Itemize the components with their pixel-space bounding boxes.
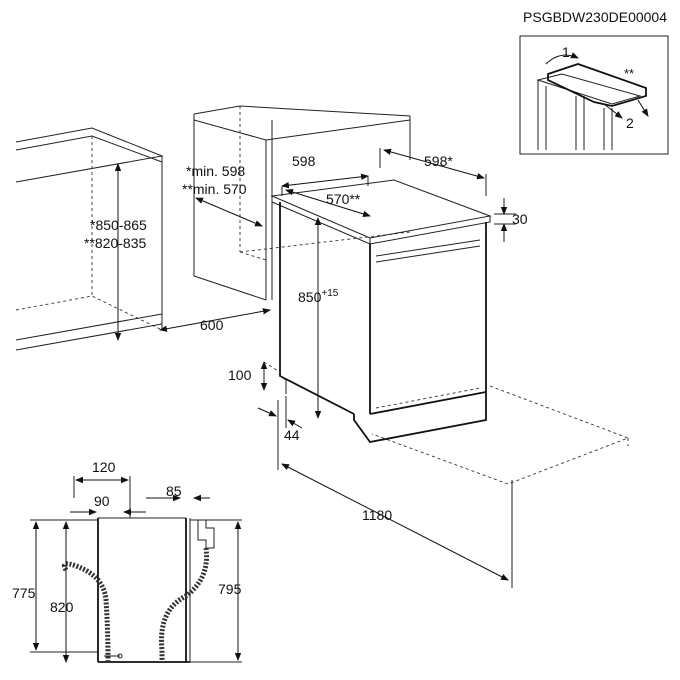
foot-44-dim-a (257, 407, 277, 417)
water-inlet (197, 519, 215, 549)
width-598-dim (281, 173, 369, 189)
lift-arrow (545, 52, 579, 65)
depth-600-dim (159, 308, 271, 332)
side-795-label: 795 (218, 581, 242, 597)
side-120-label: 120 (92, 459, 116, 475)
foot-44-dim-b (287, 419, 303, 429)
inset-frame (519, 35, 669, 155)
left-cabinet: *850-865 **820-835 (15, 127, 164, 351)
dishwasher-top (270, 179, 492, 239)
slide-arrow-b (637, 99, 649, 117)
door-open-1180-dim (281, 463, 509, 581)
top-30-label: 30 (512, 211, 528, 227)
slide-arrow-a (603, 103, 623, 119)
side-775-label: 775 (12, 585, 36, 601)
worktop-inset: 1 2 ** (519, 35, 669, 155)
cabinet-height-label-b: **820-835 (84, 235, 146, 251)
side-85-label: 85 (166, 483, 182, 499)
step-1-label: 1 (562, 44, 570, 60)
worktop-panel (547, 63, 647, 107)
width-598-label: 598 (292, 153, 316, 169)
side-820-label: 820 (50, 599, 74, 615)
niche-min-width-b: **min. 570 (182, 181, 247, 197)
dishwasher-body (263, 179, 492, 443)
niche-width-dim (195, 197, 263, 227)
depth-570-dim (285, 189, 371, 217)
foot-44-label: 44 (284, 427, 300, 443)
document-code: PSGBDW230DE00004 (523, 9, 667, 25)
depth-600-label: 600 (200, 317, 224, 333)
cabinet-height-label-a: *850-865 (90, 217, 147, 233)
height-850-label: 850+15 (298, 288, 339, 305)
inset-note: ** (624, 66, 634, 81)
depth-570-label: 570** (326, 191, 361, 207)
floor-plane (371, 385, 630, 485)
depth-598-label: 598* (424, 153, 453, 169)
drain-hose-right (159, 547, 210, 662)
plinth-100-label: 100 (228, 367, 252, 383)
door-open-1180-label: 1180 (362, 507, 392, 523)
niche-cabinet: *min. 598 **min. 570 600 (159, 105, 411, 333)
side-view: 120 90 85 775 820 795 (12, 459, 242, 663)
depth-598-dim (383, 148, 485, 180)
side-90-label: 90 (94, 493, 110, 509)
step-2-label: 2 (626, 115, 634, 131)
niche-min-width-a: *min. 598 (186, 163, 245, 179)
